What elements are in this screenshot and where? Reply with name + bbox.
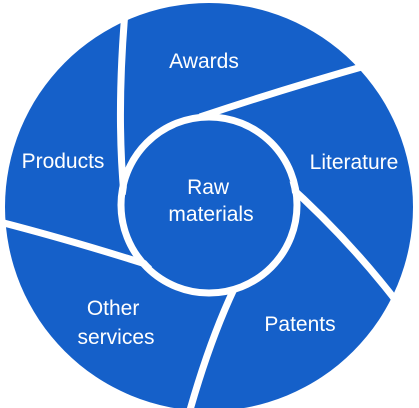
segment-label-literature: Literature [310,151,399,174]
segment-dividers [0,0,400,408]
divider-patents-other [186,287,238,408]
segment-label-products: Products [22,150,105,173]
center-circle [125,121,293,289]
center-ring [117,113,301,297]
divider-awards-literature [198,60,373,121]
segment-label-other-services: Other services [77,297,154,349]
segment-label-awards: Awards [169,50,239,73]
divider-products-awards [116,0,130,196]
divider-other-products [0,218,154,270]
segment-label-patents: Patents [264,313,335,336]
center-label: Raw materials [168,176,253,226]
